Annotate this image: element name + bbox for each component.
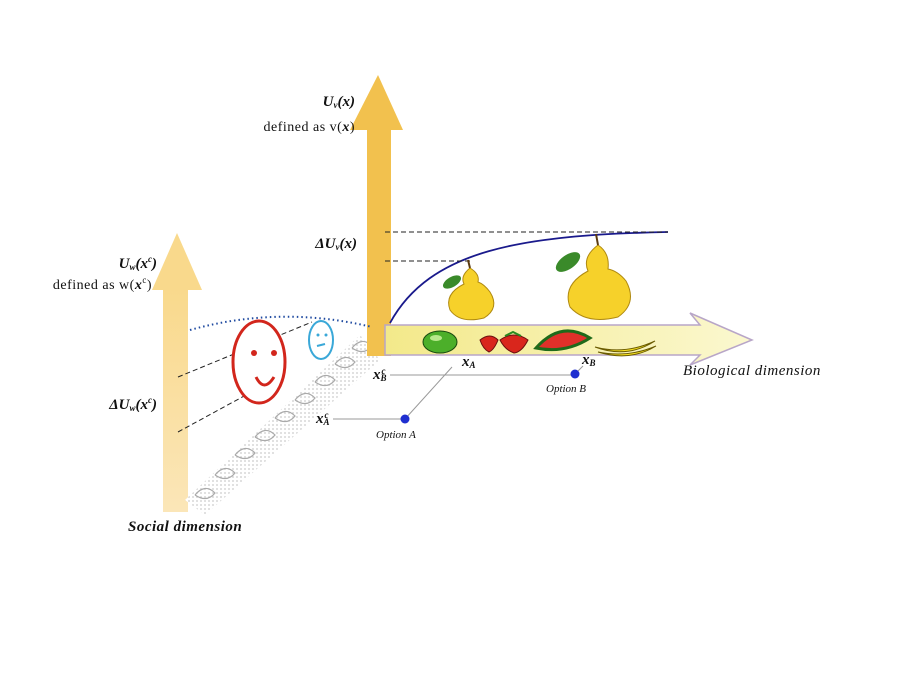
dna-strand-band [185,335,380,515]
banana-icon [594,340,657,357]
xB-label: xB [581,352,596,368]
xBc-label: xBc [372,366,387,383]
biological-utility-label: Uv(x) [323,94,355,110]
delta-social-utility-label: ΔUw(xc) [108,395,157,413]
happy-face-icon [231,319,287,405]
option-a-point [400,414,410,424]
xA-label: xA [461,354,476,370]
social-axis-arrow [152,233,202,512]
xAc-label: xAc [315,410,330,427]
option-b-label: Option B [546,383,586,395]
large-pear-icon [555,233,631,320]
watermelon-icon [533,329,593,352]
biological-dimension-label: Biological dimension [683,363,821,379]
biological-utility-axis-arrow [350,75,403,356]
social-utility-definition: defined as w(xc) [53,275,152,293]
small-pear-icon [442,259,495,321]
delta-biological-utility-label: ΔUv(x) [314,236,357,252]
social-utility-label: Uw(xc) [119,254,157,272]
neutral-face-icon [308,320,334,360]
utility-curve [389,231,669,324]
option-b-point [570,369,580,379]
fruit-row [422,329,657,357]
option-a-label: Option A [376,429,416,441]
option-a-projection-line [404,366,453,420]
social-dimension-label: Social dimension [128,519,242,535]
strawberry-icon [479,330,529,354]
apple-icon [422,330,458,354]
biological-utility-definition: defined as v(x) [264,120,355,135]
social-level-line-low [177,394,247,433]
social-utility-curve [189,315,373,331]
